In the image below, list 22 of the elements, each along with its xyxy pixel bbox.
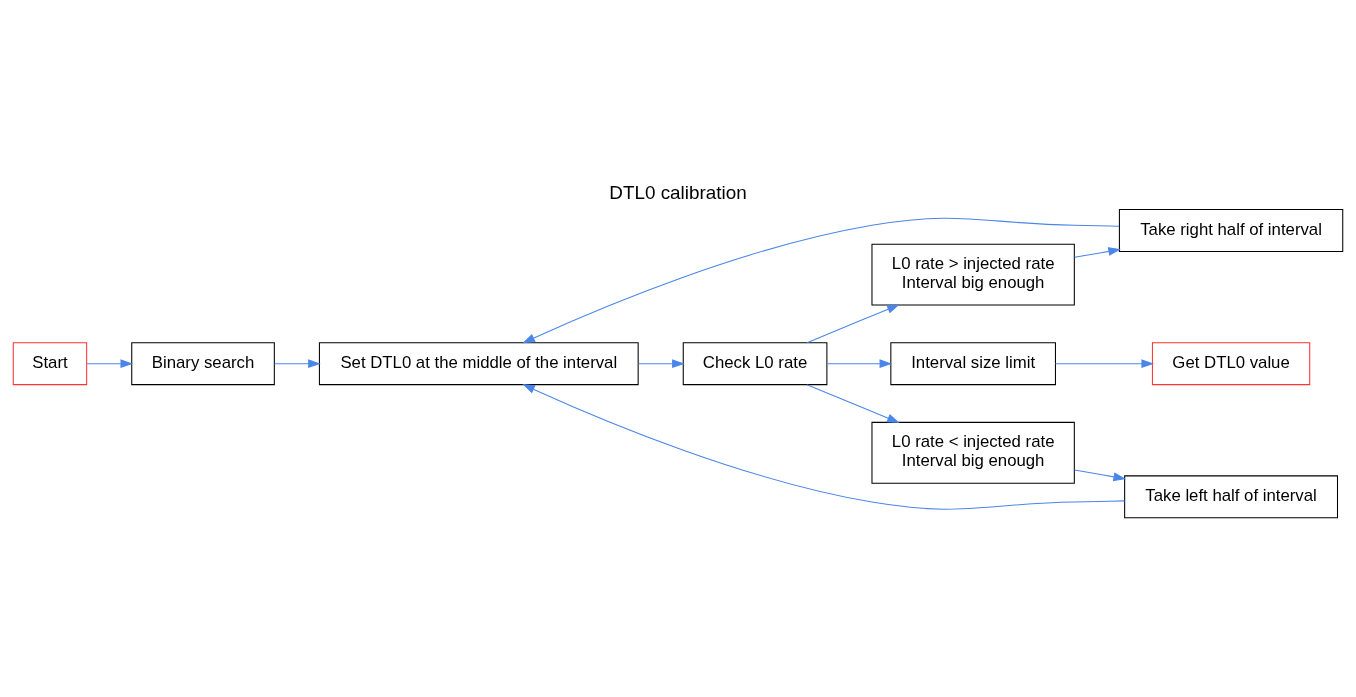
diagram-title: DTL0 calibration — [609, 181, 747, 203]
node-box: Get DTL0 value — [1151, 341, 1311, 385]
node-box: Start — [12, 341, 88, 385]
node-box: Interval size limit — [890, 341, 1056, 385]
arrow — [86, 358, 134, 368]
node-box: L0 rate > injected rate Interval big enough — [871, 243, 1075, 305]
arrow — [638, 358, 685, 368]
arrow — [1074, 469, 1127, 481]
arrow — [826, 358, 893, 368]
arrow — [522, 217, 1120, 343]
arrow — [1054, 358, 1154, 368]
arrow — [1074, 246, 1121, 258]
arrow — [522, 383, 1126, 510]
node-box: Set DTL0 at the middle of the interval — [318, 341, 639, 385]
node-box: Take right half of interval — [1118, 208, 1344, 252]
arrow — [806, 383, 900, 423]
arrow — [274, 358, 321, 368]
node-box: Check L0 rate — [682, 341, 828, 385]
node-box: Take left half of interval — [1124, 474, 1339, 518]
arrow — [806, 303, 900, 343]
node-box: Binary search — [131, 341, 275, 385]
node-box: L0 rate < injected rate Interval big enough — [871, 421, 1075, 484]
